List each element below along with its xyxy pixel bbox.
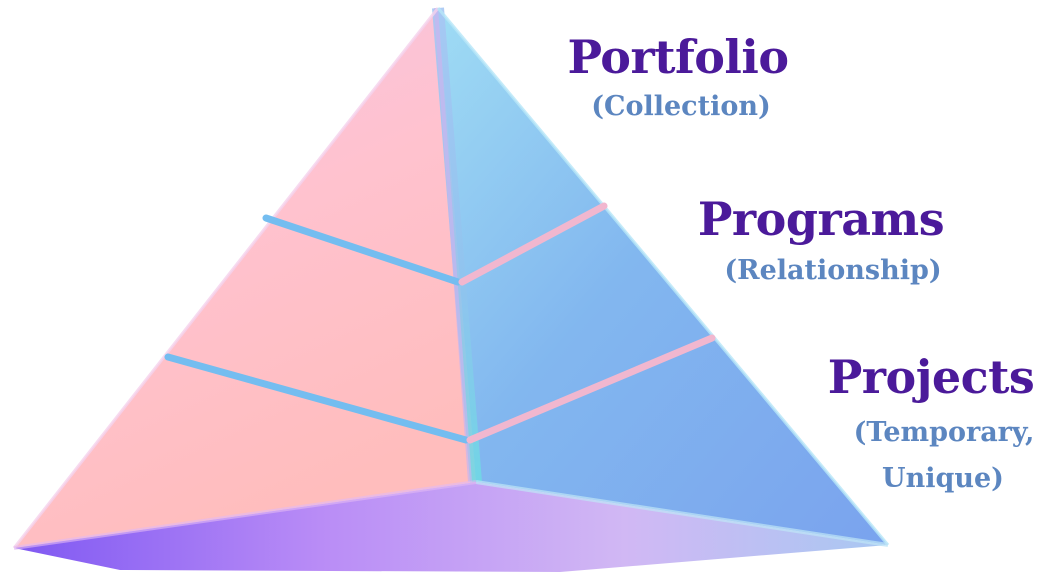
projects-title: Projects	[827, 350, 1035, 404]
portfolio-title: Portfolio	[567, 30, 789, 84]
divider-lower-left	[164, 353, 470, 444]
pyramid-left-face	[14, 8, 476, 548]
pyramid-base	[14, 482, 888, 572]
projects-subtitle-line2: Unique)	[882, 463, 1004, 494]
programs-subtitle: (Relationship)	[724, 255, 942, 286]
projects-subtitle-line1: (Temporary,	[853, 417, 1035, 448]
divider-upper-left	[262, 214, 462, 286]
portfolio-subtitle: (Collection)	[591, 91, 771, 122]
programs-title: Programs	[697, 192, 945, 246]
divider-upper-right	[458, 202, 608, 286]
pyramid-center-edge	[432, 7, 482, 483]
divider-lower-right	[466, 334, 716, 444]
